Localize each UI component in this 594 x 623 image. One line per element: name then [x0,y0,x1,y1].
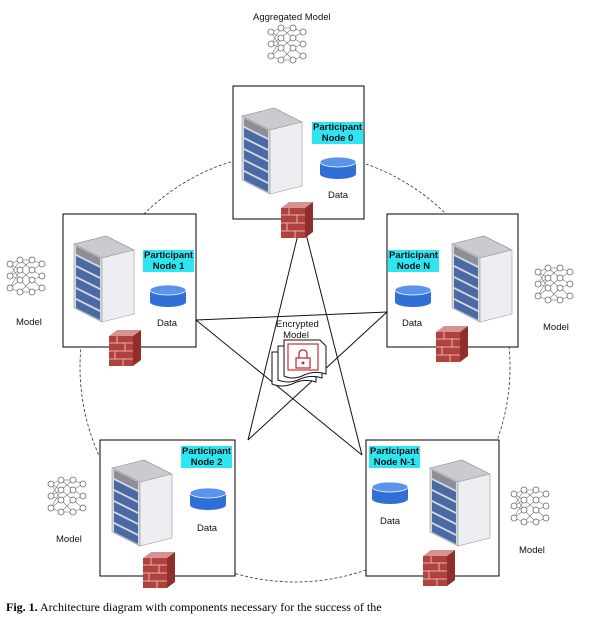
server-icon [429,459,491,547]
firewall-icon [280,201,314,239]
encrypted-label-line1: Encrypted [276,319,319,330]
node-title-line2: Node N-1 [373,457,416,468]
node-n-title: Participant Node N [388,250,440,272]
aggregated-model-label: Aggregated Model [253,12,331,23]
node-title-line1: Participant [144,250,194,261]
node-n-1-model-label: Model [519,545,545,556]
firewall-icon [108,329,142,367]
node-title-line1: Participant [182,446,232,457]
database-icon [189,487,227,511]
database-icon [371,481,409,505]
node-title-line2: Node 2 [190,457,223,468]
server-icon [241,107,303,195]
model-icon [47,476,87,516]
node-n-1-data-label: Data [380,516,401,527]
encrypted-label-line2: Model [283,330,309,341]
node-0-title: Participant Node 0 [312,122,364,144]
node-title-line2: Node 0 [321,133,354,144]
firewall-icon [422,549,456,587]
caption-text: Architecture diagram with components nec… [40,600,382,614]
lock-icon [298,349,308,358]
server-icon [111,459,173,547]
encrypted-model-label: Encrypted Model [276,319,319,341]
aggregated-model-icon [267,24,307,64]
database-icon [319,156,357,180]
model-icon [6,256,46,296]
node-2-model-label: Model [56,534,82,545]
node-1-title: Participant Node 1 [143,250,195,272]
caption-prefix: Fig. 1. [6,600,38,614]
node-title-line1: Participant [313,122,363,133]
model-icon [534,264,574,304]
encrypted-documents-icon [271,339,327,387]
node-title-line1: Participant [370,446,420,457]
node-2-title: Participant Node 2 [181,446,233,468]
node-title-line2: Node 1 [152,261,185,272]
database-icon [394,284,432,308]
firewall-icon [142,551,176,589]
database-icon [149,284,187,308]
node-n-1-title: Participant Node N-1 [369,446,421,468]
firewall-icon [435,325,469,363]
model-icon [510,486,550,526]
node-0-data-label: Data [328,190,349,201]
server-icon [73,235,135,323]
figure-caption: Fig. 1. Architecture diagram with compon… [6,600,591,623]
node-1-data-label: Data [157,318,178,329]
node-title-line1: Participant [389,250,439,261]
node-n-model-label: Model [543,322,569,333]
connection-star [195,217,388,456]
node-1-model-label: Model [16,317,42,328]
node-title-line2: Node N [396,261,431,272]
server-icon [451,235,513,323]
node-n-data-label: Data [402,318,423,329]
node-2-data-label: Data [197,523,218,534]
